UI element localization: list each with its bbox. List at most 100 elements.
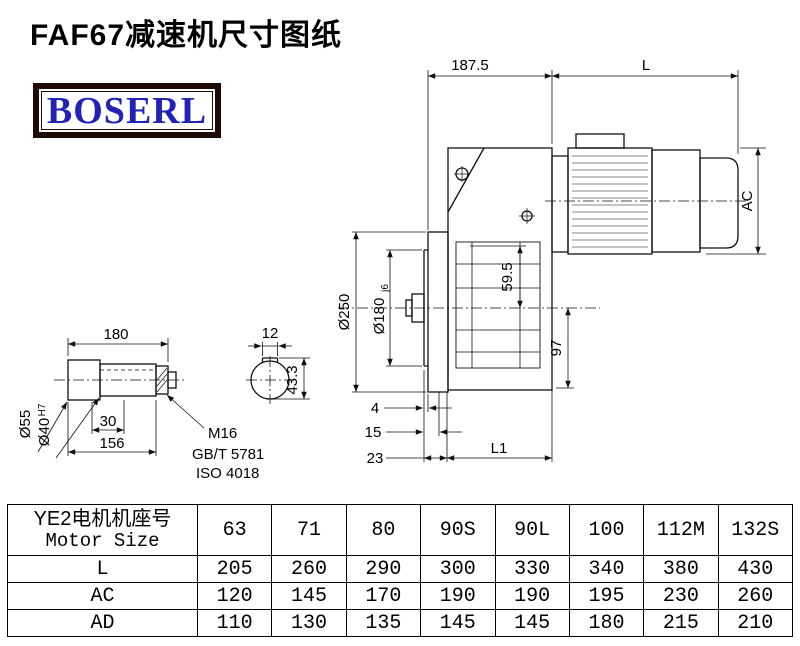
value-cell: 120 [196, 582, 273, 610]
bolt-hole-cross [454, 166, 470, 182]
dim-55-label: Ø55 [17, 410, 34, 438]
gearbox-main-view [338, 133, 748, 393]
value-cell: 145 [271, 582, 347, 610]
ac-witness-lines [706, 147, 766, 255]
row-label: AD [7, 609, 198, 637]
mounting-flange [427, 231, 449, 393]
size-cell: 80 [345, 504, 422, 556]
header-en: Motor Size [45, 530, 160, 553]
motor-adapter [551, 155, 569, 253]
dim-23-label: 23 [367, 450, 384, 467]
housing-chamfer [447, 147, 485, 213]
table-row-L: L 205 260 290 300 330 340 380 430 [7, 555, 794, 583]
value-cell: 230 [643, 582, 719, 610]
row-label: AC [7, 582, 198, 610]
dim-15-label: 15 [365, 424, 382, 441]
value-cell: 380 [643, 555, 719, 583]
gear-internals [456, 242, 540, 368]
size-cell: 90S [420, 504, 496, 556]
d55-leader [37, 401, 68, 453]
housing-cavity [455, 241, 541, 369]
dim-12-witness [262, 342, 278, 356]
dim-30-label: 30 [100, 413, 117, 430]
dim-4-label: 4 [371, 400, 379, 417]
dim-AC-label: AC [739, 190, 756, 211]
thread-label: M16 [208, 425, 237, 442]
dim-433-label: 43.3 [284, 365, 301, 394]
size-cell: 100 [568, 504, 645, 556]
gear-housing [447, 147, 553, 391]
value-cell: 430 [717, 555, 794, 583]
dim-40-tolerance: H7 [37, 403, 48, 416]
value-cell: 330 [494, 555, 570, 583]
value-cell: 145 [494, 609, 570, 637]
table-header-row: YE2电机机座号 Motor Size 63 71 80 90S 90L 100… [7, 504, 794, 556]
value-cell: 195 [568, 582, 645, 610]
size-cell: 132S [717, 504, 794, 556]
top-witness-lines [427, 70, 739, 230]
value-cell: 215 [643, 609, 719, 637]
shaft-d40-section [99, 363, 157, 397]
dim-12-label: 12 [262, 325, 279, 342]
value-cell: 260 [717, 582, 794, 610]
value-cell: 190 [494, 582, 570, 610]
dim-97-label: 97 [548, 340, 565, 357]
dimension-table: YE2电机机座号 Motor Size 63 71 80 90S 90L 100… [7, 504, 794, 637]
technical-drawing: 187.5 L AC Ø250 Ø180 j6 59.5 97 4 15 23 … [17, 57, 766, 482]
size-cell: 63 [196, 504, 273, 556]
value-cell: 205 [196, 555, 273, 583]
value-cell: 210 [717, 609, 794, 637]
gb-standard-label: GB/T 5781 [192, 446, 264, 463]
value-cell: 145 [420, 609, 496, 637]
washer-hatch [156, 367, 168, 393]
dim-156-witness [67, 400, 157, 456]
d40-leader [55, 397, 100, 459]
od-witness-lines [352, 231, 426, 393]
shaft-detail-view [54, 356, 294, 404]
dim-180-witness [67, 338, 169, 362]
value-cell: 190 [420, 582, 496, 610]
spigot-witness-lines [386, 249, 422, 367]
dim-40-label: Ø40 [36, 418, 53, 446]
value-cell: 180 [568, 609, 645, 637]
dim-len-label: 180 [103, 326, 128, 343]
row-label: L [7, 555, 198, 583]
value-cell: 260 [271, 555, 347, 583]
value-cell: 110 [196, 609, 273, 637]
motor-cooling-fins [572, 155, 648, 248]
dimension-labels: 187.5 L AC Ø250 Ø180 j6 59.5 97 4 15 23 … [17, 57, 756, 482]
dimension-lines [37, 70, 766, 462]
motor-terminal-box [575, 133, 625, 149]
dim-156-label: 156 [99, 435, 124, 452]
bottom-witness-lines [423, 370, 553, 462]
thread-leader [166, 394, 205, 429]
table-row-AC: AC 120 145 170 190 190 195 230 260 [7, 582, 794, 610]
dim-59-5-label: 59.5 [499, 262, 516, 291]
motor-size-header: YE2电机机座号 Motor Size [7, 504, 198, 556]
dim-187-5-label: 187.5 [451, 57, 489, 74]
size-cell: 71 [271, 504, 347, 556]
dim-180-label: Ø180 [371, 298, 388, 335]
value-cell: 290 [345, 555, 422, 583]
dim-L1-label: L1 [491, 440, 508, 457]
value-cell: 340 [568, 555, 645, 583]
header-cn: YE2电机机座号 [33, 508, 172, 531]
value-cell: 135 [345, 609, 422, 637]
value-cell: 170 [345, 582, 422, 610]
value-cell: 300 [420, 555, 496, 583]
value-cell: 130 [271, 609, 347, 637]
size-cell: 112M [643, 504, 719, 556]
input-center-cross [519, 208, 535, 224]
size-cell: 90L [494, 504, 570, 556]
page-title: FAF67减速机尺寸图纸 [30, 19, 343, 52]
table-row-AD: AD 110 130 135 145 145 180 215 210 [7, 609, 794, 637]
dim-250-label: Ø250 [336, 294, 353, 331]
dim-L-label: L [642, 57, 650, 74]
dim-180-tolerance: j6 [380, 284, 391, 293]
logo-text: BOSERL [46, 89, 208, 132]
section-crosshair [246, 356, 294, 404]
motor-fan-cowl [699, 157, 739, 249]
iso-standard-label: ISO 4018 [196, 465, 259, 482]
boserl-logo-frame: BOSERL [41, 91, 213, 130]
